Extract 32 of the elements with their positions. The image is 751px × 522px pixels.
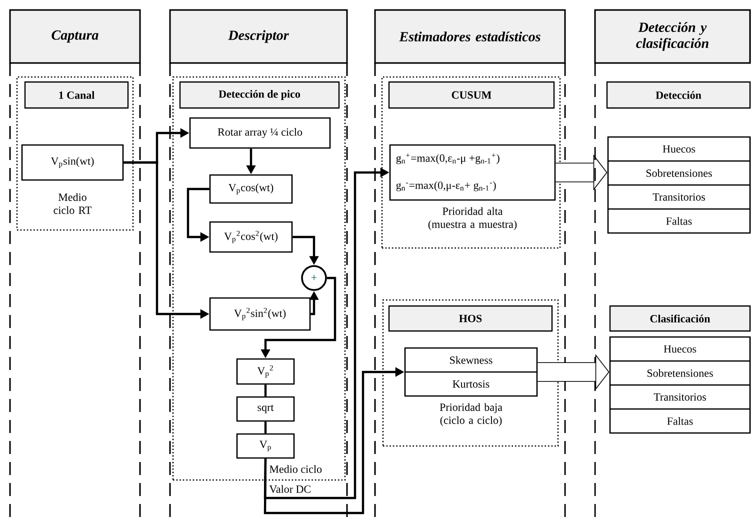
- category-list: Huecos Sobretensiones Transitorios Faltas: [609, 336, 751, 434]
- category-list: Skewness Kurtosis: [404, 347, 538, 397]
- section-heading: Detección de pico: [179, 81, 340, 109]
- section-heading: 1 Canal: [24, 81, 129, 109]
- swimlane-header: Descriptor: [169, 9, 348, 64]
- process-box: V$_{p}$cos(wt): [209, 174, 293, 204]
- edge-label: Medio ciclo: [268, 464, 324, 474]
- caption-text: Prioridad alta (muestra a muestra): [428, 207, 517, 230]
- dotted-group-box: [382, 299, 559, 447]
- dotted-group-box: [16, 76, 134, 231]
- process-box: V$_{p}$$^{2}$sin$^{2}$(wt): [209, 297, 311, 331]
- process-box: sqrt: [236, 396, 295, 422]
- process-box: V$_{p}$$^{2}$cos$^{2}$(wt): [209, 221, 293, 253]
- process-box: Rotar array ¼ ciclo: [189, 117, 331, 149]
- category-list: Huecos Sobretensiones Transitorios Faltas: [607, 136, 751, 234]
- section-heading: CUSUM: [388, 81, 555, 109]
- swimlane-header: Detección y clasificación: [594, 9, 751, 64]
- connector-line: [264, 384, 267, 396]
- edge-label: Valor DC: [268, 484, 312, 494]
- section-heading: Clasificación: [609, 305, 751, 332]
- process-box: V$_{p}$: [236, 433, 295, 459]
- caption-text: Medio ciclo RT: [54, 193, 92, 214]
- dotted-group-box: [172, 76, 346, 481]
- section-heading: Detección: [606, 81, 751, 109]
- connector-line: [264, 422, 267, 434]
- formula-box: g$_{n}$$^{+}$=max(0,ε$_{n}$-μ +g$_{n-1}$$^{+}$) g$_{n}$$^{-}$=max(0,μ-ε$_{n}$+ g$_{n-1}$$^{-}$): [389, 144, 556, 201]
- swimlane-header: Estimadores estadísticos: [374, 9, 566, 64]
- process-box: V$_{p}$sin(wt): [21, 144, 124, 181]
- dotted-group-box: [381, 76, 561, 249]
- swimlane-header: Captura: [9, 9, 141, 64]
- section-heading: HOS: [388, 305, 553, 332]
- caption-text: Prioridad baja (ciclo a ciclo): [440, 403, 502, 426]
